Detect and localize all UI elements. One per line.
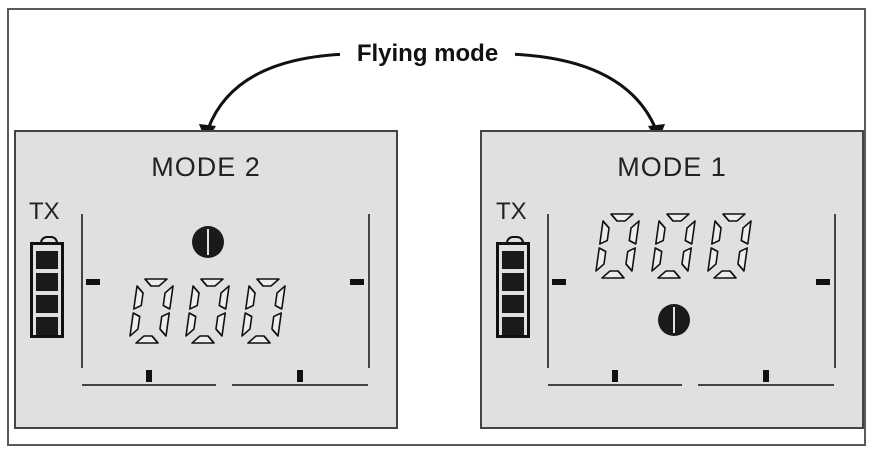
- digit-segment: [713, 270, 737, 279]
- mode-label: MODE 1: [617, 152, 727, 182]
- bottom-left-trim-marker: [146, 370, 152, 382]
- digit-segment: [215, 312, 227, 337]
- digit-segment: [625, 247, 637, 272]
- digit-segment: [601, 270, 625, 279]
- digit-segment: [200, 278, 224, 287]
- digit-segment: [598, 220, 610, 245]
- flying-mode-title: Flying mode: [340, 40, 515, 68]
- digit-segment: [666, 213, 690, 222]
- bottom-right-trim-marker: [297, 370, 303, 382]
- tx-label: TX: [496, 198, 527, 225]
- digit-segment: [710, 220, 722, 245]
- left-trim-marker: [552, 279, 566, 285]
- lcd-panel-mode-1: MODE 1 TX: [480, 130, 864, 429]
- left-arrow: [205, 52, 349, 133]
- digit-segment: [144, 278, 168, 287]
- lcd-digit-3: [707, 213, 752, 279]
- digit-segment: [737, 247, 749, 272]
- lcd-display-graphics: [81, 214, 370, 386]
- battery-cell: [502, 273, 524, 291]
- digit-segment: [651, 247, 663, 272]
- bottom-left-trim-marker: [612, 370, 618, 382]
- digit-segment: [191, 335, 215, 344]
- lcd-digit-3: [241, 278, 286, 344]
- digit-segment: [595, 247, 607, 272]
- right-trim-marker: [350, 279, 364, 285]
- lcd-display-graphics: [547, 213, 836, 386]
- battery-cap: [506, 236, 524, 244]
- digit-segment: [129, 312, 141, 337]
- digit-segment: [241, 312, 253, 337]
- left-trim-marker: [86, 279, 100, 285]
- lcd-digit-1: [129, 278, 174, 344]
- battery-cell: [36, 295, 58, 313]
- lcd-digit-2: [185, 278, 230, 344]
- digit-segment: [707, 247, 719, 272]
- right-trim-marker: [816, 279, 830, 285]
- digit-segment: [681, 247, 693, 272]
- digit-segment: [274, 285, 286, 310]
- battery-cell: [502, 317, 524, 335]
- digit-segment: [271, 312, 283, 337]
- digit-segment: [218, 285, 230, 310]
- battery-icon: [496, 236, 530, 338]
- mode-label: MODE 2: [151, 152, 261, 182]
- digit-segment: [740, 220, 752, 245]
- battery-icon: [30, 236, 64, 338]
- bottom-right-trim-marker: [763, 370, 769, 382]
- digit-segment: [684, 220, 696, 245]
- digit-segment: [247, 335, 271, 344]
- battery-cell: [36, 251, 58, 269]
- digit-segment: [628, 220, 640, 245]
- lcd-digit-2: [651, 213, 696, 279]
- digit-segment: [244, 285, 256, 310]
- battery-cell: [502, 295, 524, 313]
- digit-segment: [159, 312, 171, 337]
- battery-cell: [502, 251, 524, 269]
- battery-cell: [36, 317, 58, 335]
- battery-cap: [40, 236, 58, 244]
- digit-segment: [610, 213, 634, 222]
- battery-cell: [36, 273, 58, 291]
- lcd-panel-mode-2: MODE 2 TX: [14, 130, 398, 429]
- digit-segment: [654, 220, 666, 245]
- digit-segment: [162, 285, 174, 310]
- right-arrow: [507, 52, 659, 133]
- digit-segment: [722, 213, 746, 222]
- digit-segment: [256, 278, 280, 287]
- tx-label: TX: [29, 198, 60, 225]
- digit-segment: [132, 285, 144, 310]
- digit-segment: [135, 335, 159, 344]
- digit-segment: [185, 312, 197, 337]
- digit-segment: [188, 285, 200, 310]
- digit-segment: [657, 270, 681, 279]
- lcd-digit-1: [595, 213, 640, 279]
